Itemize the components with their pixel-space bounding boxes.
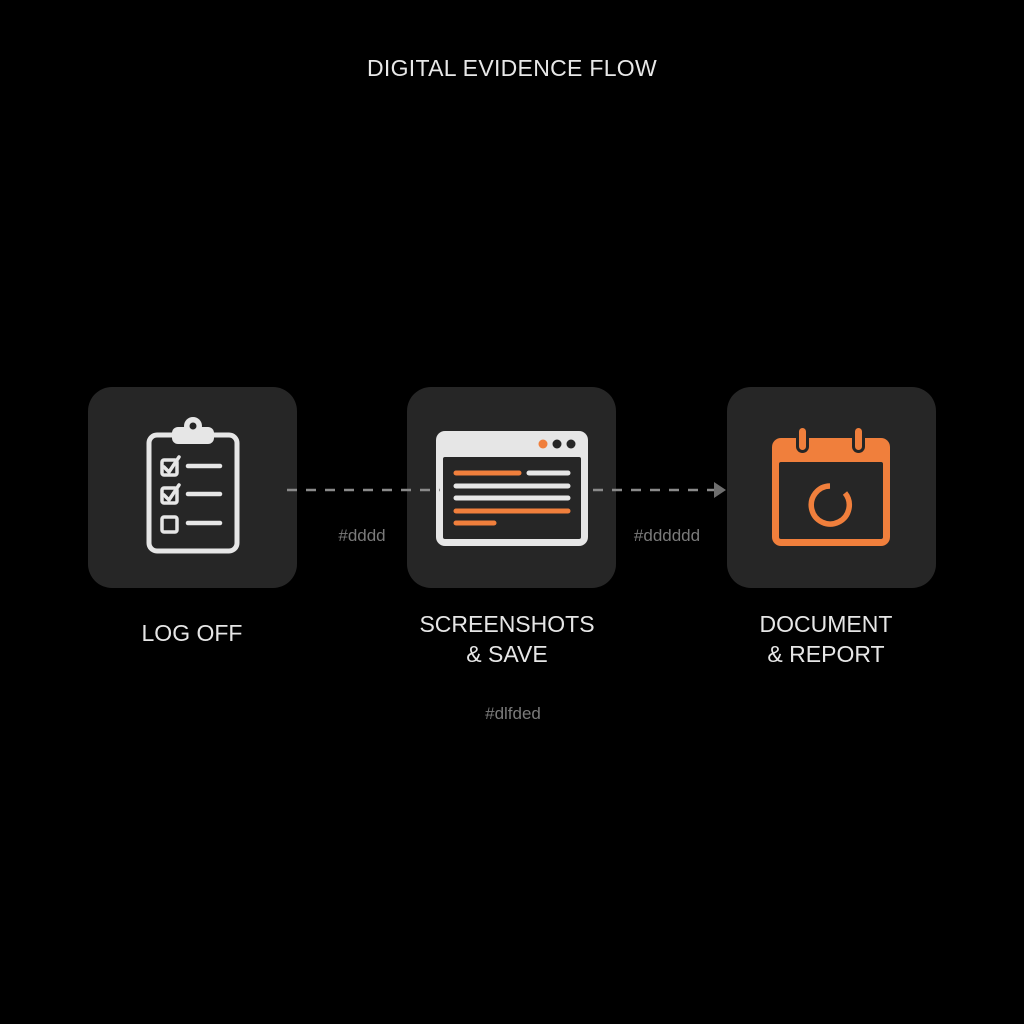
clipboard-checklist-icon <box>146 417 240 554</box>
connector-2-caption: #dddddd <box>633 526 701 545</box>
browser-window-icon <box>436 431 588 546</box>
step-label-document-report: DOCUMENT & REPORT <box>696 609 956 669</box>
step-1-label-line-1: LOG OFF <box>141 620 243 646</box>
step-label-log-off: LOG OFF <box>62 618 322 648</box>
connector-1-caption: #dddd <box>338 526 386 545</box>
diagram-title: DIGITAL EVIDENCE FLOW <box>366 55 657 81</box>
step-card-screenshots-save <box>407 387 616 588</box>
step-3-label-line-1: DOCUMENT <box>759 611 893 637</box>
footer-caption: #dlfded <box>485 704 541 723</box>
step-3-label-line-2: & REPORT <box>767 641 885 667</box>
arrowhead-icon <box>714 482 726 498</box>
calendar-icon <box>772 425 890 546</box>
step-label-screenshots-save: SCREENSHOTS & SAVE <box>377 609 637 669</box>
step-card-log-off <box>88 387 297 588</box>
step-2-label-line-1: SCREENSHOTS <box>419 611 595 637</box>
step-card-document-report <box>727 387 936 588</box>
step-2-label-line-2: & SAVE <box>466 641 548 667</box>
